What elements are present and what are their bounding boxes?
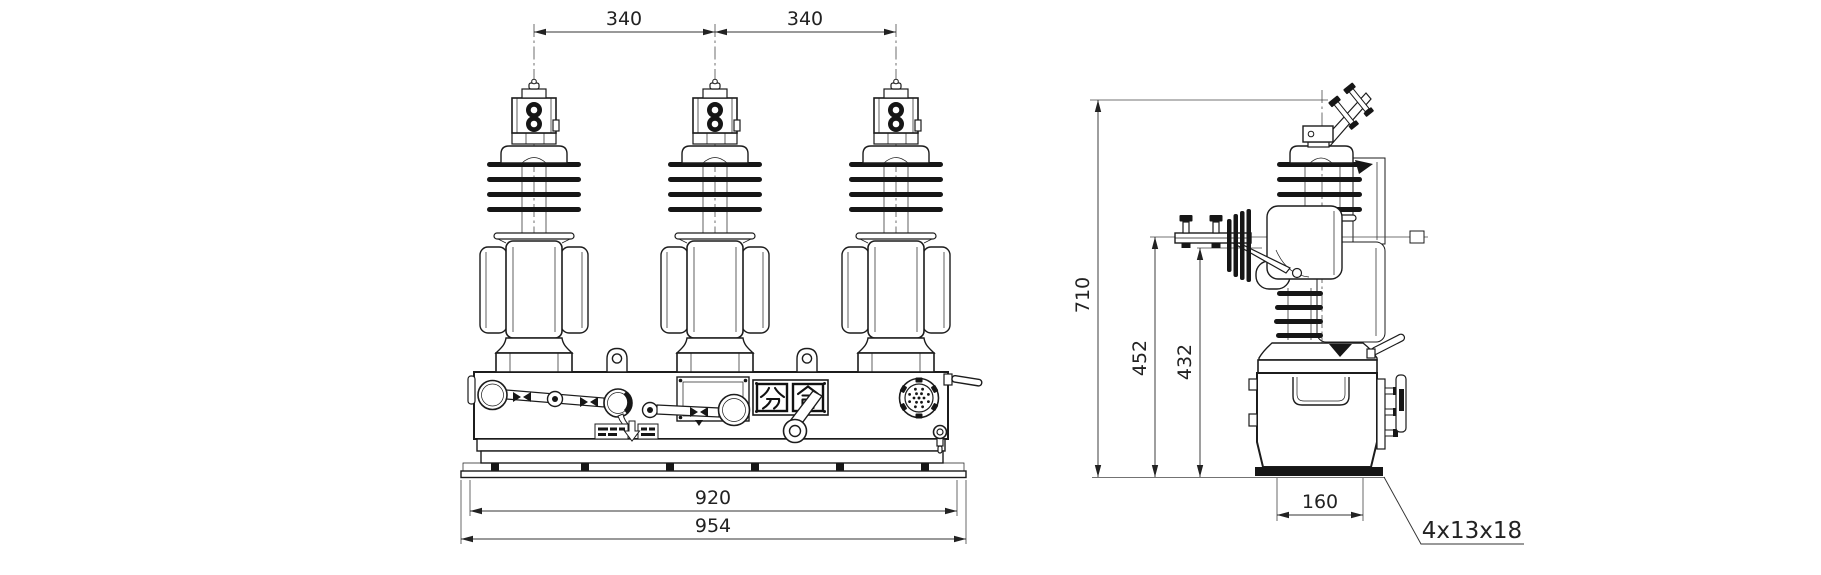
dimension-overall-height: 710: [1072, 99, 1328, 477]
indicator-pointer-arrow: [623, 420, 641, 442]
dimension-terminal-lower: 432: [1174, 248, 1204, 477]
arm-terminal-bolt-1: [1179, 215, 1193, 248]
pole-front-center: [660, 23, 770, 373]
dim-label-160: 160: [1302, 491, 1338, 513]
rear-pole-outline: [1316, 157, 1386, 343]
slot-note-label: 4x13x18: [1422, 518, 1522, 544]
lifting-lug-left: [606, 347, 628, 373]
dim-label-954: 954: [695, 515, 731, 537]
side-mechanism-box: [1248, 372, 1383, 476]
dim-label-710: 710: [1072, 277, 1094, 313]
side-pole-base: [1257, 342, 1378, 374]
indicator-open-plate: [755, 382, 789, 413]
dimension-pole-spacing-right: 340: [715, 8, 896, 36]
mounting-slot-note: 4x13x18: [1383, 476, 1524, 545]
lifting-lug-right: [796, 347, 818, 373]
base-channel: [460, 438, 967, 479]
connector-pins: [908, 387, 930, 409]
dimension-base-overall: 954: [460, 480, 967, 544]
side-operating-mechanism: [1366, 333, 1407, 450]
dimension-base-width: 160: [1276, 478, 1364, 521]
manual-operation-lever: [782, 390, 824, 444]
dim-label-920: 920: [695, 487, 731, 509]
dim-label-340-left: 340: [606, 8, 642, 30]
dim-label-452: 452: [1129, 340, 1151, 376]
pull-ring: [932, 424, 948, 454]
dimension-base-mounting: 920: [469, 480, 958, 516]
door-hinge-rod: [467, 375, 476, 405]
side-lower-bushing: [1274, 288, 1323, 340]
pole-front-right: [841, 23, 951, 373]
drive-linkage: [477, 379, 751, 430]
rear-terminal-pad: [1409, 230, 1425, 244]
dimension-pole-spacing-left: 340: [534, 8, 715, 36]
pole-front-left: [479, 23, 589, 373]
dimension-terminal-upper: 452: [1129, 237, 1159, 477]
side-arm-bushing: [1174, 205, 1343, 290]
indicator-open-label: 分: [764, 386, 786, 411]
spring-state-nameplate: [594, 420, 659, 442]
open-character-glyph: [759, 386, 786, 410]
aviation-plug-connector: [898, 377, 940, 419]
front-view: 分 合: [460, 8, 983, 544]
side-view: 710 452 432 160 4x13x18: [1072, 81, 1524, 545]
trip-handle: [943, 373, 983, 387]
side-top-terminal: [1302, 81, 1376, 148]
dim-label-432: 432: [1174, 344, 1196, 380]
dim-label-340-right: 340: [787, 8, 823, 30]
arm-terminal-bolt-2: [1209, 215, 1223, 248]
